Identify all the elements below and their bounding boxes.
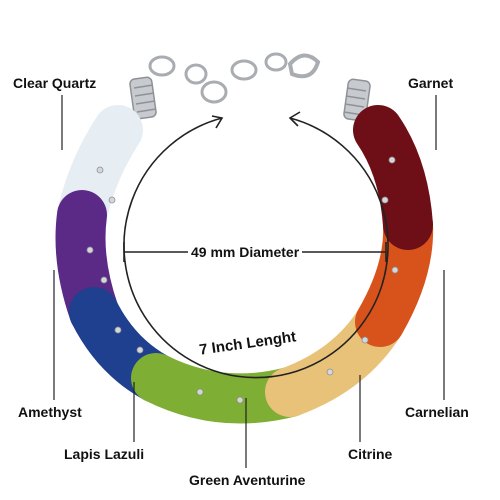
label-carnelian: Carnelian (405, 404, 469, 420)
silver-beads (86, 156, 399, 404)
arrowhead-right-icon (288, 111, 301, 127)
lobster-clasp (148, 52, 321, 104)
arrowhead-left-icon (211, 115, 224, 129)
diameter-label: 49 mm Diameter (188, 244, 303, 260)
label-green-aventurine: Green Aventurine (189, 472, 306, 488)
label-amethyst: Amethyst (18, 404, 82, 420)
garnet-stones (353, 105, 433, 250)
label-garnet: Garnet (408, 75, 454, 91)
leader-lines (53, 95, 445, 468)
end-cap-left (129, 76, 157, 120)
label-lapis-lazuli: Lapis Lazuli (64, 446, 145, 462)
label-citrine: Citrine (348, 446, 393, 462)
label-clear-quartz: Clear Quartz (13, 75, 97, 91)
diameter-circle (123, 117, 389, 379)
